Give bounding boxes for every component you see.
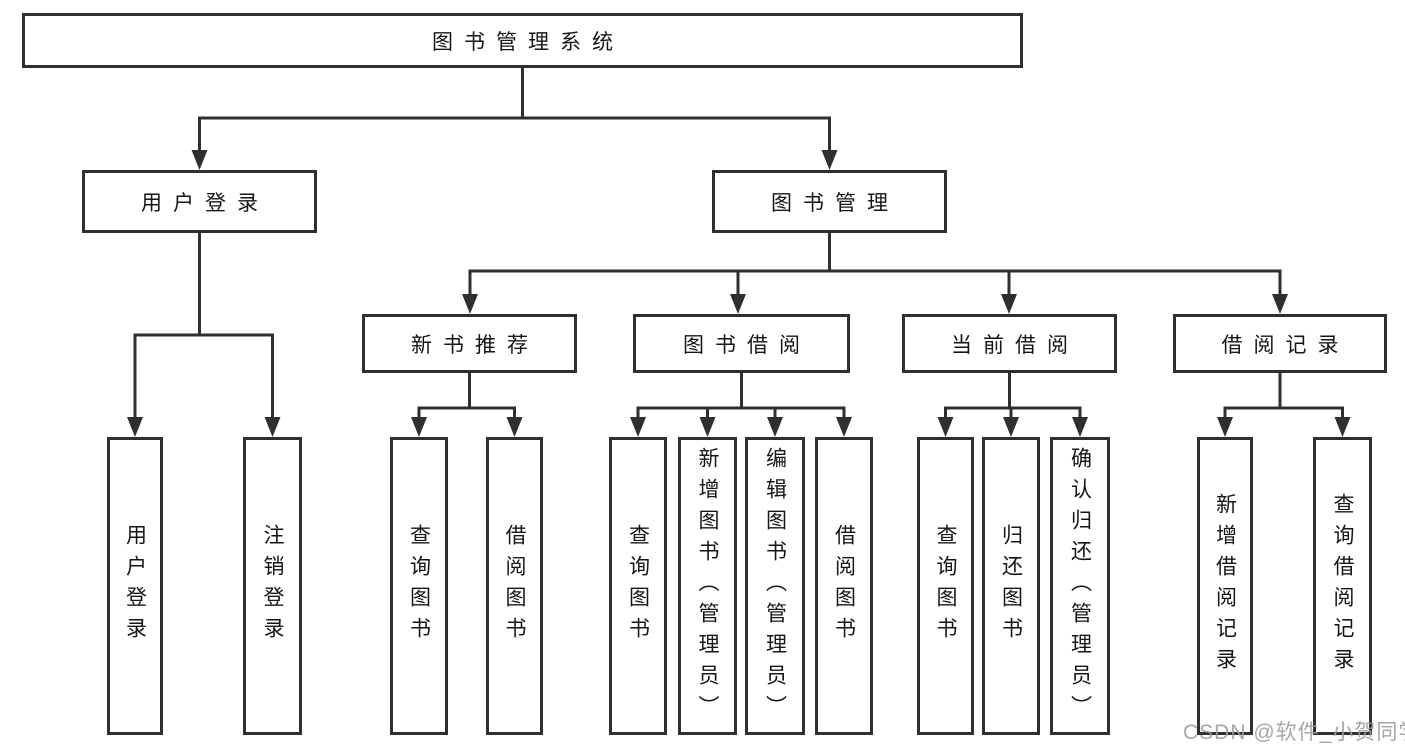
node-label: 借阅图书 (832, 524, 856, 648)
node-current-borrowing: 当前借阅 (902, 314, 1117, 373)
csdn-watermark: CSDN @软件_小贺同学 (1183, 721, 1405, 744)
node-label: 查询图书 (407, 524, 431, 648)
edge-user-login-children (127, 233, 281, 437)
node-leaf-bb-edit-books-admin: 编辑图书（管理员） (745, 437, 805, 735)
edge-new-book-rec-children (411, 373, 523, 437)
node-label: 归还图书 (999, 524, 1023, 648)
node-new-book-recommendation: 新书推荐 (362, 314, 577, 373)
edge-borrow-records-children (1217, 373, 1351, 437)
node-label: 新增图书（管理员） (696, 446, 719, 726)
node-label: 编辑图书（管理员） (763, 446, 787, 726)
node-leaf-user-login: 用户登录 (107, 437, 163, 735)
node-book-borrowing: 图书借阅 (633, 314, 850, 373)
node-label: 图书管理 (771, 191, 899, 215)
node-label: 确认归还（管理员） (1068, 446, 1092, 726)
edge-book-mgmt-children (462, 233, 1288, 314)
node-leaf-bb-add-books-admin: 新增图书（管理员） (678, 437, 737, 735)
node-borrowing-records: 借阅记录 (1173, 314, 1387, 373)
node-leaf-cb-return-books: 归还图书 (982, 437, 1040, 735)
node-leaf-cb-confirm-return-admin: 确认归还（管理员） (1050, 437, 1110, 735)
edge-root-to-level2 (191, 68, 838, 170)
node-leaf-logout: 注销登录 (243, 437, 302, 735)
node-label: 注销登录 (261, 524, 284, 648)
node-label: 查询借阅记录 (1331, 493, 1354, 679)
node-label: 用户登录 (123, 524, 147, 648)
node-leaf-cb-query-books: 查询图书 (917, 437, 974, 735)
node-leaf-rec-borrow-books: 借阅图书 (486, 437, 543, 735)
node-leaf-rec-query-books: 查询图书 (390, 437, 448, 735)
node-label: 新书推荐 (411, 333, 539, 357)
node-label: 查询图书 (626, 524, 650, 648)
node-label: 借阅图书 (503, 524, 526, 648)
node-leaf-br-query-record: 查询借阅记录 (1313, 437, 1372, 735)
edge-current-borrow-children (937, 373, 1088, 437)
node-label: 用户登录 (141, 191, 269, 215)
node-root-system: 图书管理系统 (22, 13, 1023, 68)
node-label: 查询图书 (934, 524, 957, 648)
node-label: 借阅记录 (1221, 333, 1350, 357)
node-label: 图书借阅 (683, 333, 811, 357)
node-label: 图书管理系统 (432, 30, 624, 54)
node-label: 当前借阅 (951, 333, 1079, 357)
edge-book-borrow-children (630, 373, 852, 437)
node-leaf-br-add-record: 新增借阅记录 (1197, 437, 1253, 735)
node-book-management: 图书管理 (712, 170, 947, 233)
node-label: 新增借阅记录 (1213, 493, 1237, 679)
node-leaf-bb-query-books: 查询图书 (609, 437, 667, 735)
node-leaf-bb-borrow-books: 借阅图书 (815, 437, 873, 735)
node-user-login: 用户登录 (82, 170, 317, 233)
